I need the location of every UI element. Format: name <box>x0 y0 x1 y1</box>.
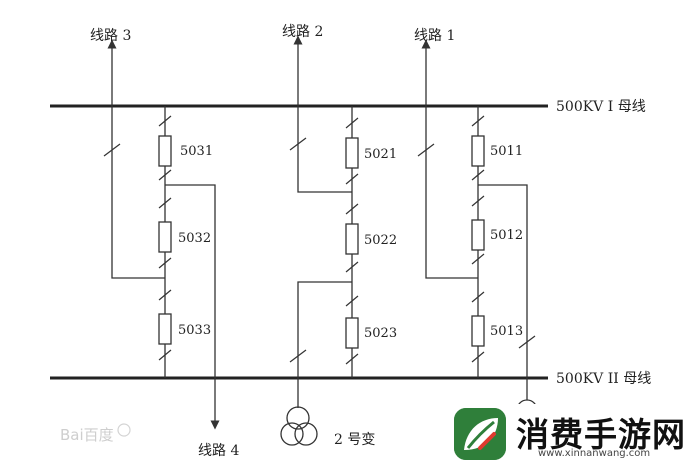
breaker-5032 <box>158 221 172 253</box>
badge-url: www.xinnanwang.com <box>538 448 651 459</box>
line-2-label: 线路 2 <box>282 24 323 40</box>
transformer-feeder <box>297 281 352 408</box>
transformer-winding-2 <box>280 422 304 446</box>
breaker-5023 <box>345 317 359 349</box>
breaker-5021 <box>345 137 359 169</box>
transformer-winding-1 <box>286 406 310 430</box>
breaker-label-5021: 5021 <box>364 147 397 162</box>
breaker-5031 <box>158 135 172 167</box>
line-4-label: 线路 4 <box>198 443 239 459</box>
breaker-label-5033: 5033 <box>178 323 211 338</box>
transformer-winding-3 <box>294 422 318 446</box>
paw-icon <box>117 423 131 437</box>
breaker-5033 <box>158 313 172 345</box>
line-1-label: 线路 1 <box>414 28 455 44</box>
breaker-5022 <box>345 223 359 255</box>
string-502 <box>280 35 359 446</box>
breaker-label-5032: 5032 <box>178 231 211 246</box>
breaker-label-5023: 5023 <box>364 326 397 341</box>
string-501 <box>417 39 538 421</box>
bus-i-label: 500KV I 母线 <box>556 99 646 115</box>
transformer-label: 2 号变 <box>334 432 375 448</box>
badge-title: 消费手游网 <box>516 415 686 454</box>
right-feeder <box>478 184 528 400</box>
breaker-5012 <box>471 219 485 251</box>
breaker-5011 <box>471 135 485 167</box>
line-3-feeder <box>107 39 165 279</box>
bus-ii-label: 500KV II 母线 <box>556 371 651 387</box>
breaker-label-5022: 5022 <box>364 233 397 248</box>
breaker-label-5031: 5031 <box>180 144 213 159</box>
line-3-label: 线路 3 <box>90 28 131 44</box>
line-4-feeder <box>165 184 220 430</box>
breaker-label-5013: 5013 <box>490 324 523 339</box>
leaf-logo-icon <box>454 408 506 460</box>
breaker-label-5011: 5011 <box>490 144 523 159</box>
baidu-watermark-text: Bai百度 <box>60 426 114 444</box>
line-1-feeder <box>421 39 478 279</box>
line-2-feeder <box>293 35 352 193</box>
breaker-5013 <box>471 315 485 347</box>
breaker-label-5012: 5012 <box>490 228 523 243</box>
site-badge: 消费手游网 www.xinnanwang.com <box>448 404 698 466</box>
string-503 <box>103 39 220 430</box>
baidu-watermark: Bai百度 <box>60 423 131 444</box>
